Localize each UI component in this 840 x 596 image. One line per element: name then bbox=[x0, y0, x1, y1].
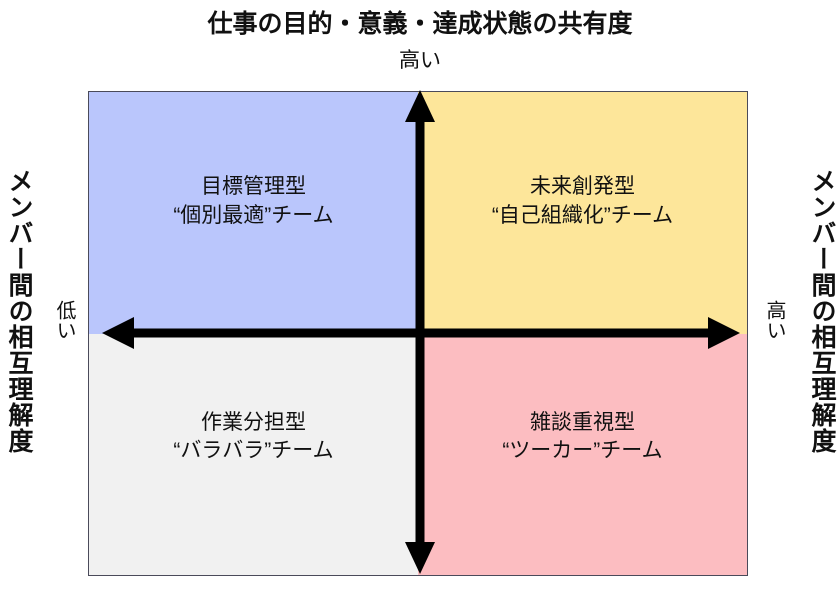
quadrant-bottom-right-label: 雑談重視型 “ツーカー”チーム bbox=[502, 410, 663, 463]
quadrant-bottom-left-label: 作業分担型 “バラバラ”チーム bbox=[173, 410, 334, 463]
quadrant-top-left[interactable]: 目標管理型 “個別最適”チーム bbox=[89, 92, 418, 334]
left-axis-title: メンバー間の相互理解度 bbox=[5, 168, 33, 454]
quadrant-bottom-left[interactable]: 作業分担型 “バラバラ”チーム bbox=[89, 333, 418, 575]
y-axis-high-label: 高い bbox=[399, 49, 441, 72]
quadrant-top-left-label: 目標管理型 “個別最適”チーム bbox=[173, 175, 334, 227]
quadrant-top-right[interactable]: 未来創発型 “自己組織化”チーム bbox=[418, 92, 747, 334]
x-axis-high-label: 高い bbox=[763, 300, 785, 340]
x-axis-low-label: 低い bbox=[53, 300, 75, 340]
quadrant-top-right-label: 未来創発型 “自己組織化”チーム bbox=[491, 175, 674, 227]
quadrant-matrix: 目標管理型 “個別最適”チーム 未来創発型 “自己組織化”チーム 作業分担型 “… bbox=[88, 91, 748, 576]
right-axis-title: メンバー間の相互理解度 bbox=[808, 168, 836, 454]
chart-title: 仕事の目的・意義・達成状態の共有度 bbox=[207, 10, 633, 38]
quadrant-bottom-right[interactable]: 雑談重視型 “ツーカー”チーム bbox=[418, 333, 747, 575]
